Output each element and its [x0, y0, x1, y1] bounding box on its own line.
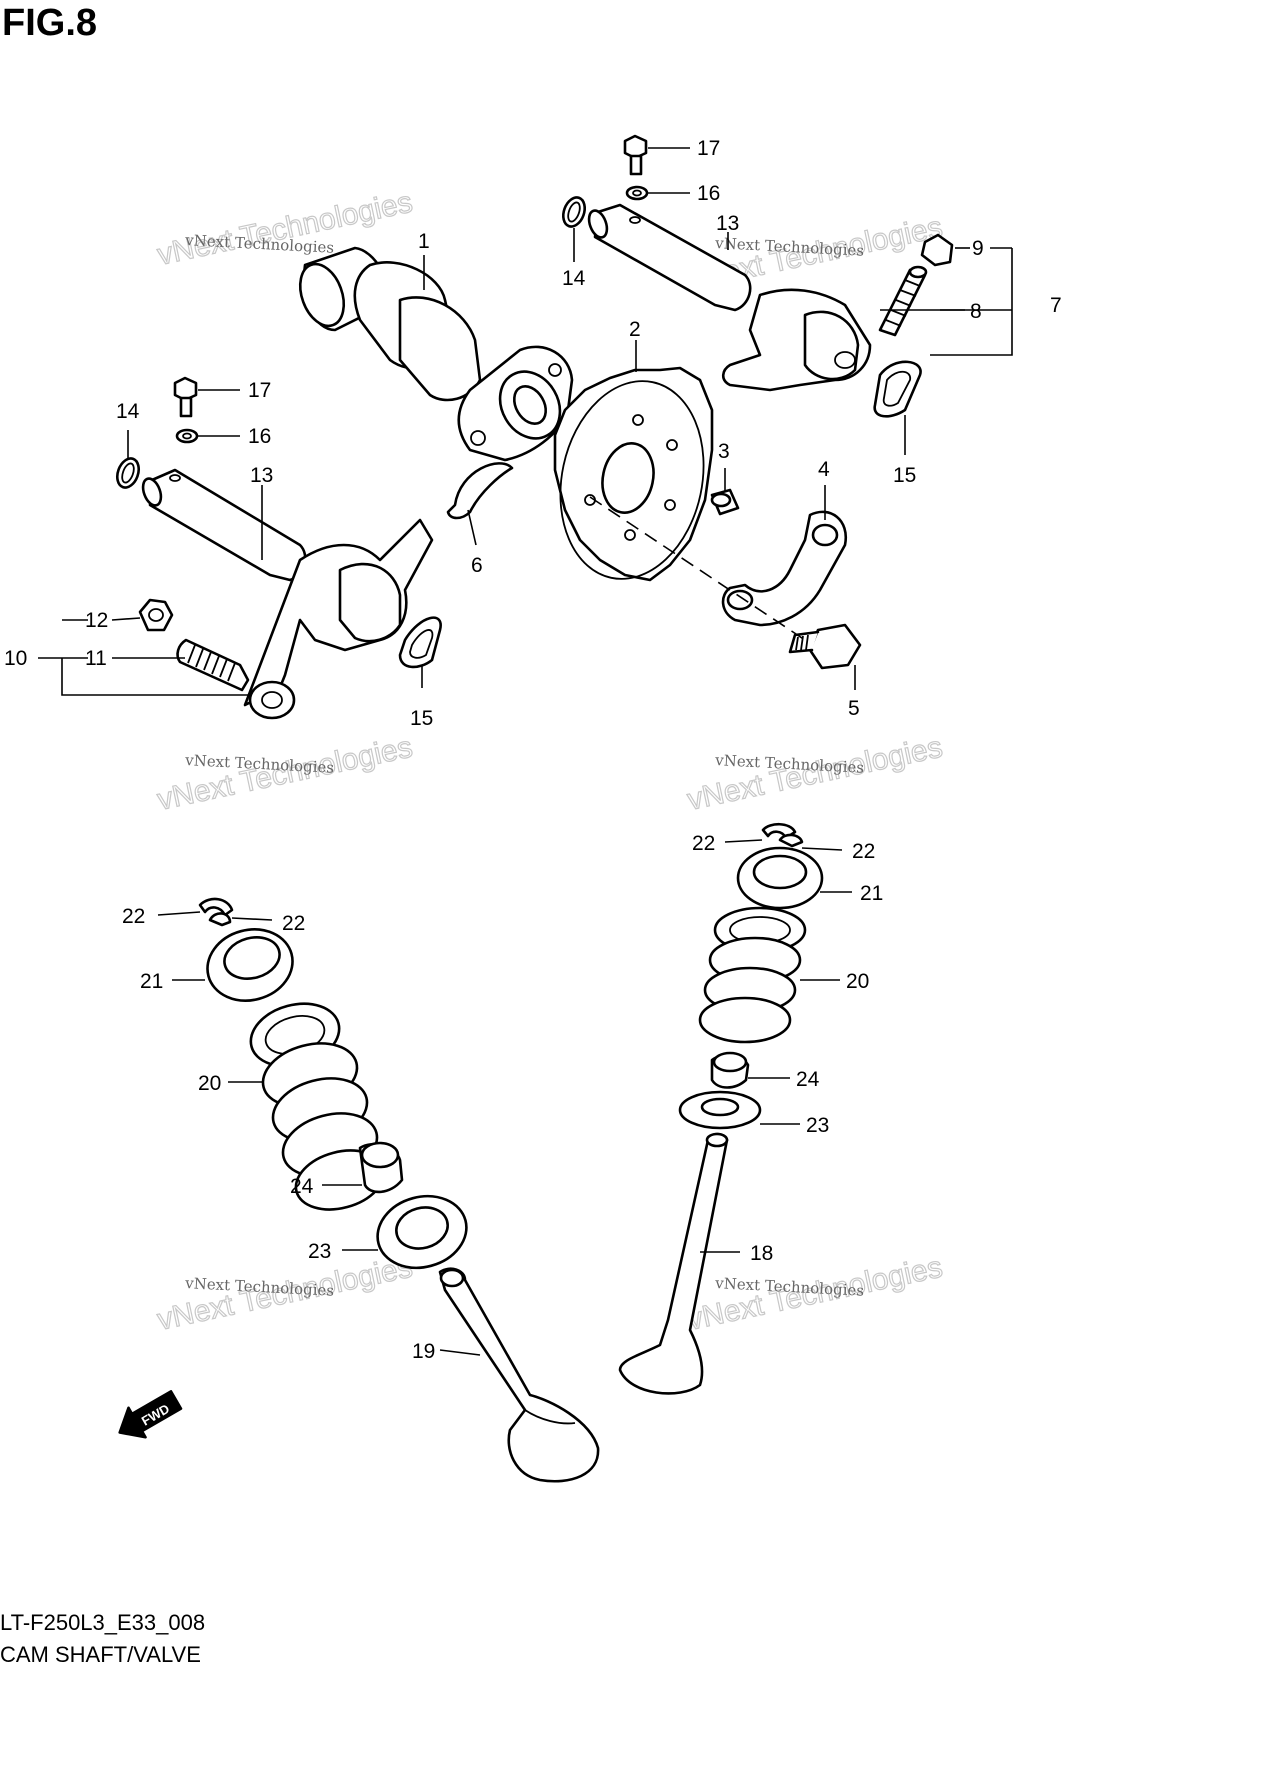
- callout-17-left: 17: [248, 379, 271, 402]
- callout-15-left: 15: [410, 707, 433, 730]
- callout-23-right: 23: [806, 1114, 829, 1137]
- callout-9: 9: [972, 237, 984, 260]
- bolt-right-part-17: [623, 134, 648, 176]
- camshaft-part-1: [298, 246, 574, 462]
- seat-left-part-23: [376, 1194, 468, 1270]
- callout-2: 2: [629, 318, 641, 341]
- callout-7: 7: [1050, 294, 1062, 317]
- callout-10: 10: [4, 647, 27, 670]
- seal-right-part-24: [710, 1051, 750, 1089]
- callout-16-right: 16: [697, 182, 720, 205]
- watermark-6: vNext Technologies vNext Technologies: [684, 1250, 946, 1337]
- o-ring-right-inner: [567, 201, 581, 223]
- callout-12: 12: [85, 609, 108, 632]
- callout-8: 8: [970, 300, 982, 323]
- watermark-5: vNext Technologies vNext Technologies: [154, 1250, 416, 1337]
- watermark-4: vNext Technologies vNext Technologies: [684, 730, 946, 817]
- adjust-screw-right-part-8: [878, 265, 928, 337]
- callout-4: 4: [818, 458, 830, 481]
- seat-right-part-23: [678, 1090, 762, 1130]
- callout-13-right: 13: [716, 212, 739, 235]
- o-ring-left-part-14: [115, 457, 141, 489]
- spring-right-part-20: [698, 906, 807, 1044]
- fwd-arrow-icon: FWD: [118, 1390, 183, 1439]
- callout-22-right-b: 22: [852, 840, 875, 863]
- callout-22-left-a: 22: [122, 905, 145, 928]
- valve-left-part-19: [438, 1267, 600, 1483]
- rocker-shaft-left-part-13: [141, 468, 307, 582]
- diagram-code: LT-F250L3_E33_008: [0, 1610, 206, 1635]
- callout-6: 6: [471, 554, 483, 577]
- callout-15-right: 15: [893, 464, 916, 487]
- callout-3: 3: [718, 440, 730, 463]
- o-ring-left-inner: [121, 462, 135, 484]
- retainer-left-part-21: [206, 928, 294, 1002]
- svg-text:vNext Technologies: vNext Technologies: [155, 186, 416, 272]
- bolt-part-5: [788, 623, 862, 670]
- callout-19: 19: [412, 1340, 435, 1363]
- adjust-nut-right-part-9: [920, 233, 954, 267]
- callout-24-right: 24: [796, 1068, 820, 1091]
- retainer-right-part-21: [736, 846, 824, 910]
- watermark-3: vNext Technologies vNext Technologies: [154, 730, 416, 817]
- callout-22-right-a: 22: [692, 832, 715, 855]
- callout-14-left: 14: [116, 400, 140, 423]
- callout-16-left: 16: [248, 425, 271, 448]
- rocker-arm-left: [243, 518, 434, 720]
- spring-left-part-20: [249, 1002, 386, 1211]
- dowel-pin-part-3: [710, 488, 740, 516]
- gasket-left-part-15: [398, 616, 442, 669]
- washer-right-part-16: [625, 185, 649, 201]
- adjust-nut-left-part-12: [138, 598, 174, 632]
- callout-13-left: 13: [250, 464, 273, 487]
- callout-20-right: 20: [846, 970, 869, 993]
- callout-5: 5: [848, 697, 860, 720]
- adjust-screw-left-part-11: [176, 638, 250, 692]
- washer-left-part-16: [175, 428, 199, 444]
- callout-labels: 1 2 3 4 5 6 7 8 9 10 11 12 13 13 14 14 1…: [4, 137, 1062, 1363]
- diagram-title: CAM SHAFT/VALVE: [0, 1642, 201, 1667]
- figure-title: FIG.8: [2, 2, 98, 44]
- callout-17-right: 17: [697, 137, 720, 160]
- bolt-left-part-17: [173, 376, 198, 418]
- callout-23-left: 23: [308, 1240, 331, 1263]
- seal-left-part-24: [358, 1141, 404, 1194]
- valve-right-part-18: [618, 1132, 729, 1395]
- cotter-left-part-22: [198, 897, 234, 927]
- c-clip-part-6: [446, 462, 514, 520]
- leader-lines: [38, 147, 1013, 1356]
- callout-18: 18: [750, 1242, 773, 1265]
- callout-24-left: 24: [290, 1175, 314, 1198]
- callout-1: 1: [418, 230, 430, 253]
- callout-22-left-b: 22: [282, 912, 305, 935]
- bracket-part-4: [721, 510, 848, 627]
- rocker-arm-right: [721, 288, 872, 392]
- callout-20-left: 20: [198, 1072, 221, 1095]
- cotter-right-part-22: [761, 822, 804, 848]
- watermark-1: vNext Technologies vNext Technologies: [154, 185, 416, 272]
- rocker-shaft-right-part-13: [587, 203, 752, 312]
- callout-21-left: 21: [140, 970, 163, 993]
- cam-sprocket-part-2: [553, 366, 714, 582]
- gasket-right-part-15: [873, 360, 922, 418]
- callout-14-right: 14: [562, 267, 586, 290]
- o-ring-right-part-14: [561, 196, 587, 228]
- callout-11: 11: [85, 647, 107, 670]
- callout-21-right: 21: [860, 882, 883, 905]
